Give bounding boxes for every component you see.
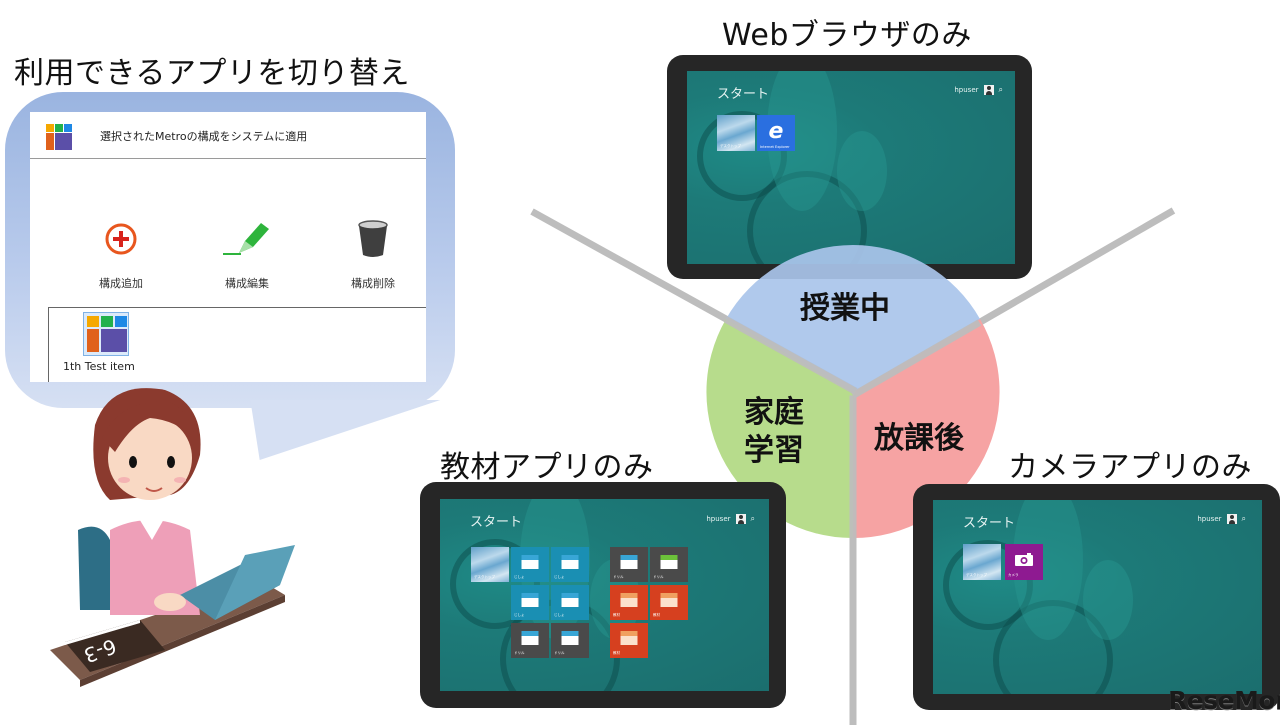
tile-camera[interactable]: カメラ [1005,544,1043,580]
tile-material[interactable]: 教材 [610,585,648,620]
metro-config-window: 選択されたMetroの構成をシステムに適用 構成追加 構成編集 [30,112,426,382]
label-after-school: 放課後 [874,421,964,456]
tile-drill[interactable]: ドリル [610,547,648,582]
tile-dictionary[interactable]: じしょ [551,585,589,620]
camera-icon [1015,552,1033,566]
config-item-1[interactable] [83,312,129,356]
add-circle-icon [105,223,137,255]
tile-material[interactable]: 教材 [650,585,688,620]
username: hpuser [706,515,731,523]
tile-desktop[interactable]: デスクトップ [471,547,509,582]
config-list: 1th Test item [48,307,426,382]
tile-dictionary[interactable]: じしょ [511,547,549,582]
pencil-icon [223,223,269,255]
user-avatar-icon [1226,514,1237,524]
delete-config-button[interactable]: 構成削除 [328,217,418,291]
start-screen-camera: スタート hpuser ⌕ デスクトップ カメラ [933,500,1262,694]
delete-config-label: 構成削除 [351,277,395,290]
config-item-label: 1th Test item [63,360,135,373]
tile-drill-green[interactable]: ドリル [650,547,688,582]
tile-dictionary[interactable]: じしょ [511,585,549,620]
window-header: 選択されたMetroの構成をシステムに適用 [30,112,426,159]
label-in-class: 授業中 [800,291,890,326]
search-icon[interactable]: ⌕ [998,85,1003,94]
search-icon[interactable]: ⌕ [750,514,755,523]
metro-logo-icon [46,124,74,150]
ie-icon: e [768,118,784,144]
web-only-caption: Webブラウザのみ [722,18,972,53]
start-screen-materials: スタート hpuser ⌕ デスクトップ じしょ じしょ じしょ じしょ ドリル… [440,499,769,691]
username: hpuser [954,86,979,94]
search-icon[interactable]: ⌕ [1241,514,1246,523]
tile-drill[interactable]: ドリル [511,623,549,658]
tile-desktop[interactable]: デスクトップ [963,544,1001,580]
user-avatar-icon [735,514,746,524]
add-config-label: 構成追加 [99,277,143,290]
switch-apps-caption: 利用できるアプリを切り替え [14,56,410,91]
camera-only-caption: カメラアプリのみ [1008,450,1252,485]
book [65,620,165,672]
start-label: スタート [470,515,523,530]
user-area[interactable]: hpuser ⌕ [954,85,1003,95]
metro-config-icon [87,316,127,352]
user-avatar-icon [983,85,994,95]
trash-icon [358,220,388,257]
user-area[interactable]: hpuser ⌕ [706,514,755,524]
add-config-button[interactable]: 構成追加 [76,217,166,291]
tile-internet-explorer[interactable]: e Internet Explorer [757,115,795,151]
divider-line-inner-bottom [849,395,857,546]
tablet-web: スタート hpuser ⌕ デスクトップ e Internet Explorer [667,55,1032,279]
start-label: スタート [717,87,770,102]
edit-config-button[interactable]: 構成編集 [202,217,292,291]
tile-drill[interactable]: ドリル [551,623,589,658]
woman-at-laptop-illustration: 6-3 [50,388,295,687]
materials-only-caption: 教材アプリのみ [440,450,654,485]
resemom-watermark: ReseMom [1168,686,1280,715]
apply-config-title: 選択されたMetroの構成をシステムに適用 [100,130,308,143]
edit-config-label: 構成編集 [225,277,269,290]
start-label: スタート [963,516,1016,531]
user-area[interactable]: hpuser ⌕ [1197,514,1246,524]
tile-desktop[interactable]: デスクトップ [717,115,755,151]
label-home-study: 家庭 学習 [744,395,804,468]
username: hpuser [1197,515,1222,523]
start-screen-web: スタート hpuser ⌕ デスクトップ e Internet Explorer [687,71,1015,264]
tile-material[interactable]: 教材 [610,623,648,658]
tablet-camera: スタート hpuser ⌕ デスクトップ カメラ [913,484,1280,710]
tile-dictionary[interactable]: じしょ [551,547,589,582]
tablet-materials: スタート hpuser ⌕ デスクトップ じしょ じしょ じしょ じしょ ドリル… [420,482,786,708]
